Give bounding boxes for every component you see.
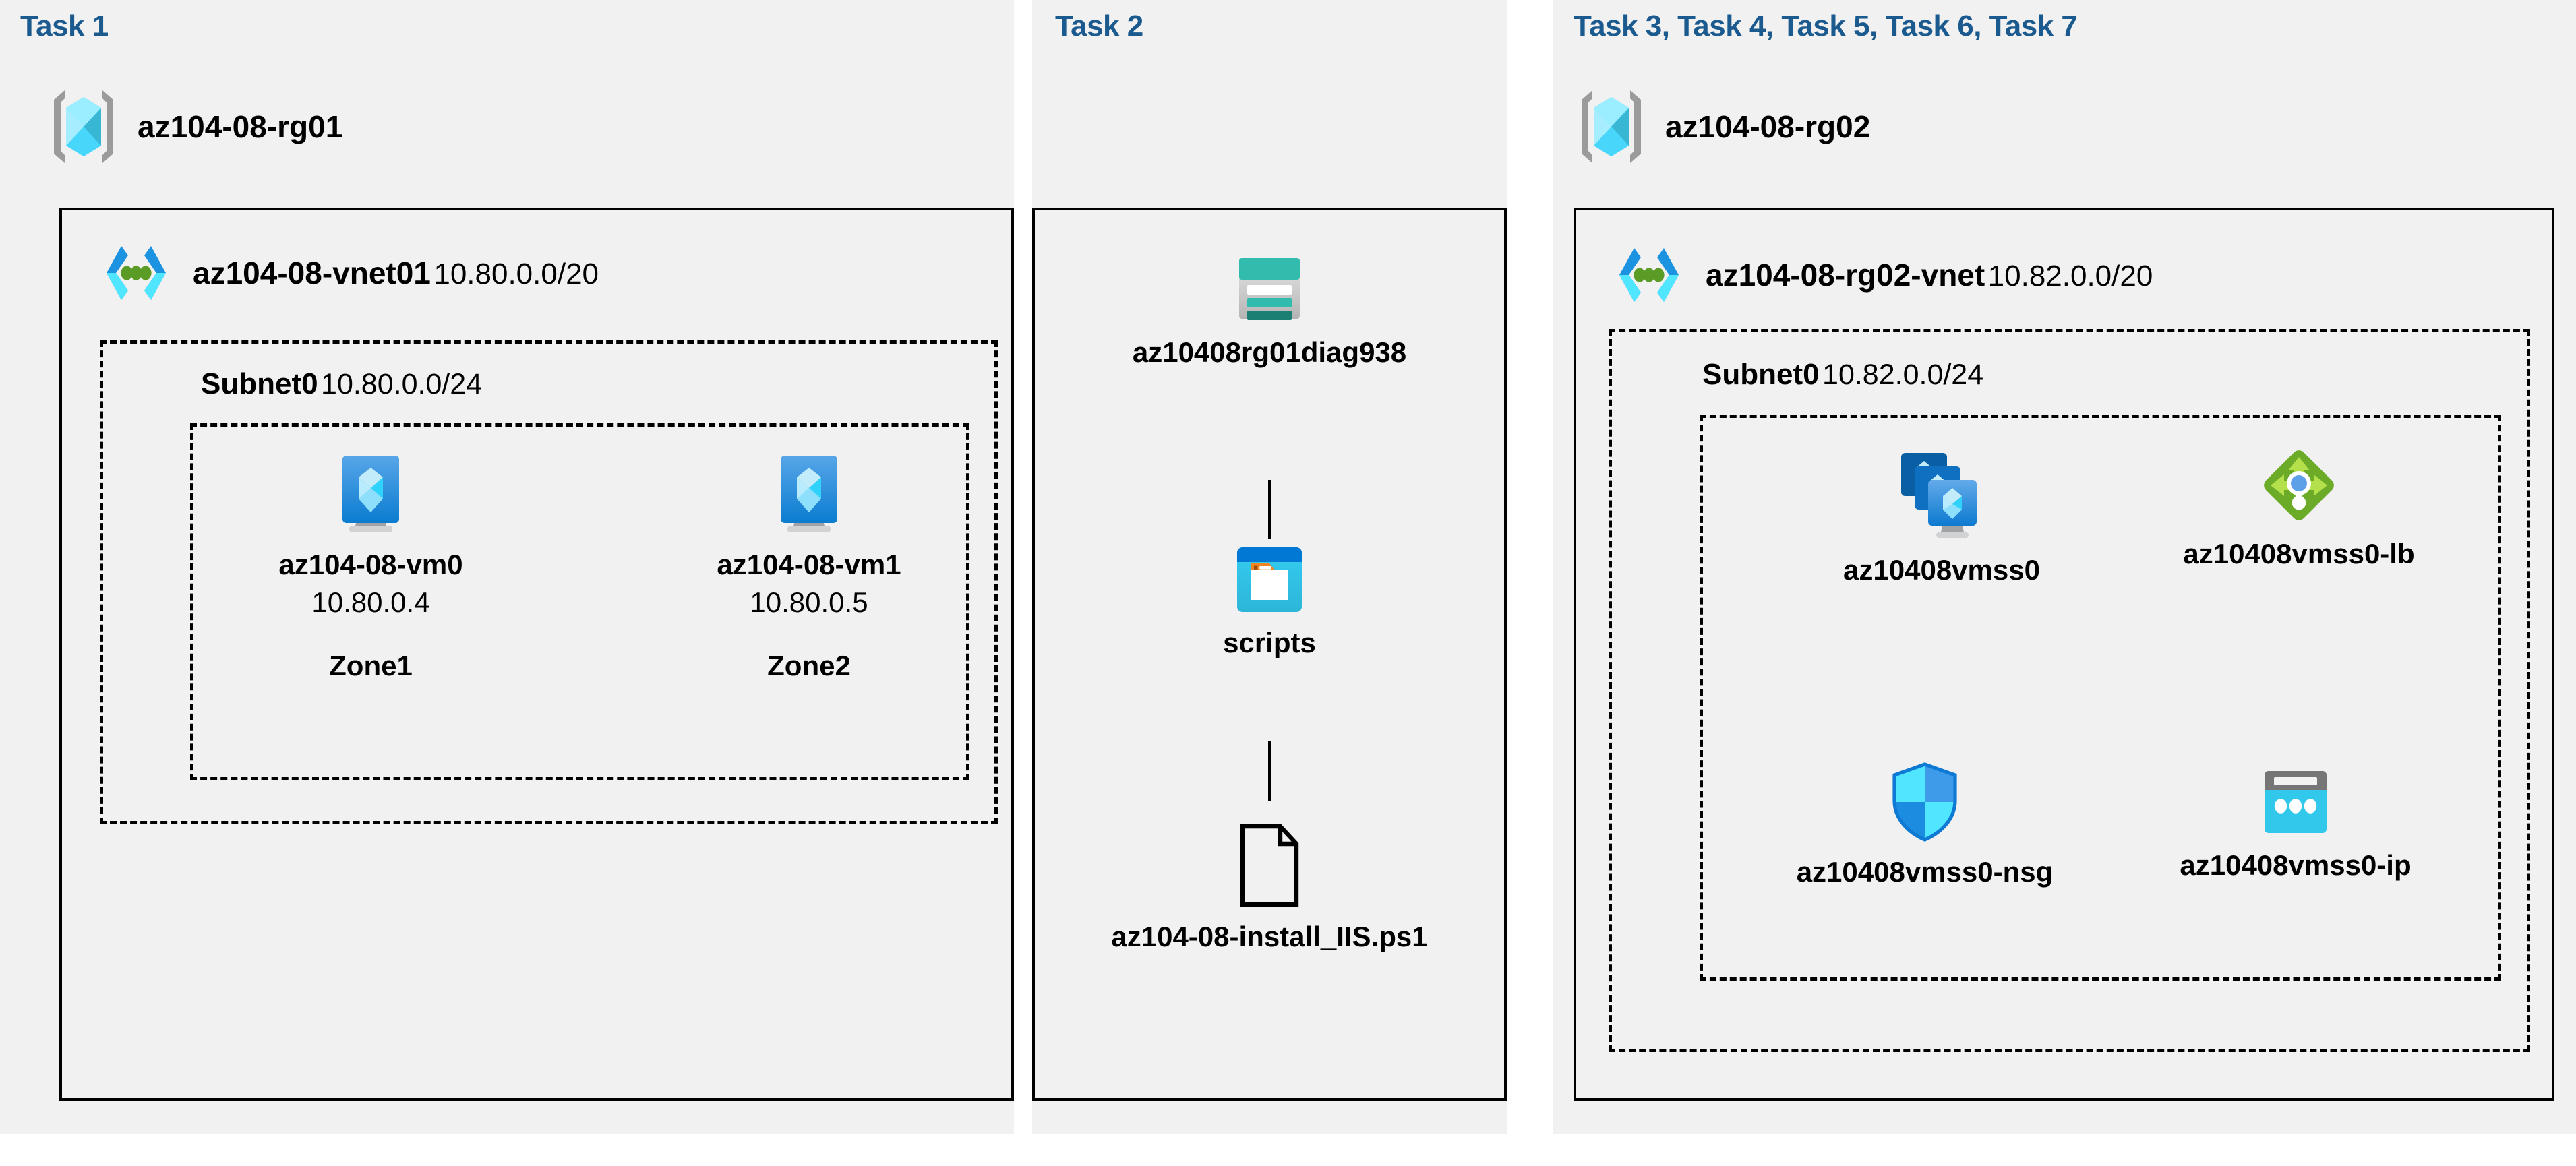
task1-vm0-name: az104-08-vm0 bbox=[278, 549, 463, 580]
task1-vm0: az104-08-vm0 10.80.0.4 Zone1 bbox=[270, 453, 472, 682]
task1-subnet-box bbox=[100, 340, 998, 824]
task1-vnet-box bbox=[59, 208, 1014, 1101]
task3-panel bbox=[1553, 0, 2576, 1134]
virtual-network-icon bbox=[98, 239, 174, 307]
task3-load-balancer: az10408vmss0-lb bbox=[2164, 445, 2434, 570]
task3-resource-group-label: az104-08-rg02 bbox=[1665, 109, 1871, 144]
task3-resources-box bbox=[1700, 415, 2501, 981]
task1-vm1: az104-08-vm1 10.80.0.5 Zone2 bbox=[708, 453, 910, 682]
task1-subnet-name: Subnet0 bbox=[201, 367, 318, 400]
task2-script-file: az104-08-install_IIS.ps1 bbox=[1111, 824, 1428, 953]
task3-load-balancer-name: az10408vmss0-lb bbox=[2183, 538, 2415, 570]
task2-blob-container-name: scripts bbox=[1223, 627, 1316, 658]
script-file-icon bbox=[1237, 824, 1302, 909]
task2-title: Task 2 bbox=[1055, 9, 1143, 42]
task2-script-file-name: az104-08-install_IIS.ps1 bbox=[1111, 921, 1428, 952]
virtual-network-icon bbox=[1611, 241, 1687, 309]
blob-container-icon bbox=[1234, 545, 1305, 615]
task3-public-ip: az10408vmss0-ip bbox=[2161, 767, 2430, 882]
task3-vnet-label: az104-08-rg02-vnet 10.82.0.0/20 bbox=[1706, 257, 2153, 293]
vm-scale-set-icon bbox=[1898, 450, 1985, 542]
load-balancer-icon bbox=[2258, 445, 2339, 526]
task1-vm1-ip: 10.80.0.5 bbox=[750, 586, 868, 618]
network-security-group-icon bbox=[1888, 760, 1962, 844]
task3-subnet-header: Subnet0 10.82.0.0/24 bbox=[1702, 358, 1983, 392]
storage-account-icon bbox=[1234, 253, 1305, 324]
task1-title: Task 1 bbox=[20, 9, 109, 42]
task1-vnet-name: az104-08-vnet01 bbox=[193, 255, 431, 290]
virtual-machine-icon bbox=[773, 453, 845, 536]
task3-vnet-header: az104-08-rg02-vnet 10.82.0.0/20 bbox=[1611, 241, 2153, 309]
task3-nsg-name: az10408vmss0-nsg bbox=[1796, 856, 2054, 888]
task3-subnet-name: Subnet0 bbox=[1702, 358, 1820, 391]
task1-vm0-ip: 10.80.0.4 bbox=[311, 586, 430, 618]
task1-vnet-cidr: 10.80.0.0/20 bbox=[433, 257, 599, 290]
virtual-machine-icon bbox=[334, 453, 407, 536]
task3-public-ip-name: az10408vmss0-ip bbox=[2180, 849, 2412, 881]
task1-vm1-name: az104-08-vm1 bbox=[717, 549, 901, 580]
task3-vmss-name: az10408vmss0 bbox=[1843, 554, 2040, 586]
task2-storage-account-name: az10408rg01diag938 bbox=[1132, 336, 1407, 368]
task1-zone-box bbox=[190, 423, 969, 780]
task3-subnet-cidr: 10.82.0.0/24 bbox=[1822, 359, 1984, 391]
task1-subnet-header: Subnet0 10.80.0.0/24 bbox=[201, 367, 482, 401]
task1-vnet-label: az104-08-vnet01 10.80.0.0/20 bbox=[193, 255, 599, 291]
task1-resource-group-label: az104-08-rg01 bbox=[138, 109, 343, 144]
task3-vnet-name: az104-08-rg02-vnet bbox=[1706, 257, 1985, 293]
resource-group-icon bbox=[47, 88, 120, 166]
task3-title: Task 3, Task 4, Task 5, Task 6, Task 7 bbox=[1574, 9, 2078, 42]
task1-vnet-header: az104-08-vnet01 10.80.0.0/20 bbox=[98, 239, 599, 307]
public-ip-address-icon bbox=[2259, 767, 2332, 837]
task1-panel bbox=[0, 0, 1014, 1134]
storage-to-container-connector bbox=[1268, 480, 1271, 539]
task2-content-box bbox=[1032, 208, 1507, 1101]
task3-vmss: az10408vmss0 bbox=[1807, 450, 2076, 586]
container-to-file-connector bbox=[1268, 741, 1271, 801]
resource-group-icon bbox=[1575, 88, 1648, 166]
task1-subnet-cidr: 10.80.0.0/24 bbox=[321, 368, 483, 400]
task3-vnet-box bbox=[1574, 208, 2554, 1101]
task1-resource-group: az104-08-rg01 bbox=[47, 88, 342, 166]
task3-subnet-box bbox=[1609, 329, 2530, 1052]
task2-storage-account: az10408rg01diag938 bbox=[1133, 253, 1406, 369]
task2-blob-container: scripts bbox=[1168, 545, 1371, 659]
task1-vm0-zone: Zone1 bbox=[329, 650, 413, 681]
task3-nsg: az10408vmss0-nsg bbox=[1790, 760, 2060, 888]
task1-vm1-zone: Zone2 bbox=[767, 650, 851, 681]
task3-resource-group: az104-08-rg02 bbox=[1575, 88, 1870, 166]
task3-vnet-cidr: 10.82.0.0/20 bbox=[1987, 259, 2153, 293]
